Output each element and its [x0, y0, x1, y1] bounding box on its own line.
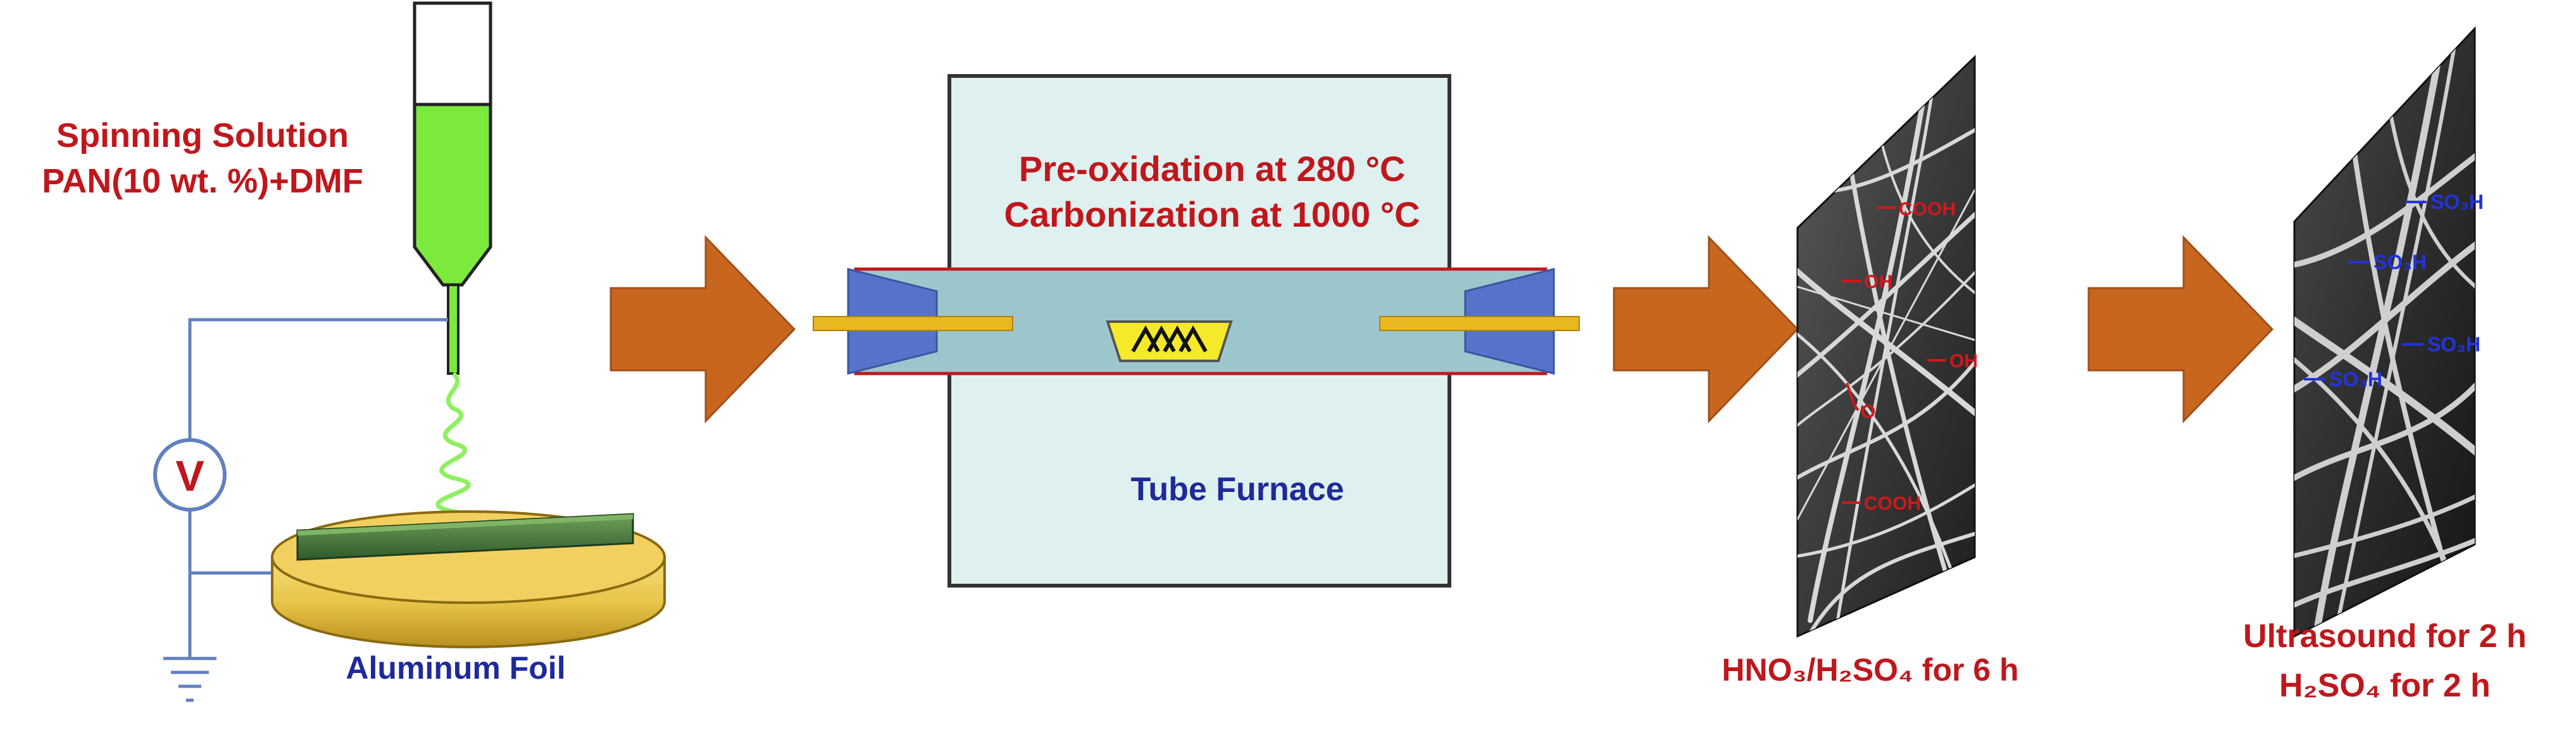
functional-group-label: SO₃H — [2373, 251, 2427, 274]
functional-group-label: COOH — [1864, 493, 1921, 514]
functional-group-label: OH — [1864, 272, 1892, 293]
process-arrow-icon — [2087, 235, 2274, 424]
functional-group-label: OH — [1949, 351, 1978, 372]
functional-group-label: O — [1861, 401, 1875, 422]
process-arrow-icon — [1613, 235, 1799, 424]
acid-treatment-caption: HNO₃/H₂SO₄ for 6 h — [1722, 652, 2018, 688]
aluminum-foil-label: Aluminum Foil — [346, 650, 565, 686]
sem-image-icon: COOH OH OH O COOH — [1796, 54, 1978, 638]
functional-group-label: SO₃H — [2329, 368, 2382, 391]
ultrasound-caption: Ultrasound for 2 h — [2243, 618, 2527, 655]
sample-boat-icon — [1106, 320, 1233, 362]
voltmeter-icon: V — [153, 438, 227, 512]
spinning-solution-label: Spinning Solution — [56, 116, 349, 154]
functional-group-label: SO₃H — [2430, 191, 2484, 213]
ground-icon — [163, 657, 216, 702]
spinning-solution-composition: PAN(10 wt. %)+DMF — [42, 162, 363, 200]
process-arrow-icon — [610, 235, 796, 424]
functional-group-label: SO₃H — [2427, 333, 2480, 356]
voltmeter-label: V — [175, 452, 204, 500]
carbonization-label: Carbonization at 1000 °C — [1004, 194, 1420, 234]
tube-furnace-stage: Pre-oxidation at 280 °C Carbonization at… — [813, 74, 1580, 588]
preoxidation-label: Pre-oxidation at 280 °C — [1019, 149, 1406, 189]
sulfuric-acid-caption: H₂SO₄ for 2 h — [2279, 667, 2491, 704]
sulfonated-fibers-stage: SO₃H SO₃H SO₃H SO₃H Ultrasound for 2 h H… — [2243, 26, 2527, 704]
sem-image-icon: SO₃H SO₃H SO₃H SO₃H — [2293, 26, 2484, 638]
syringe-icon — [413, 1, 492, 375]
acid-treated-fibers-stage: COOH OH OH O COOH HNO₃/H₂SO₄ for 6 h — [1722, 54, 2019, 688]
electrospinning-stage: V Spinning Solution PAN(10 wt. %)+DMF Al… — [42, 1, 666, 702]
gas-lines — [813, 316, 1580, 331]
circuit-wires — [188, 318, 448, 658]
tube-furnace-label: Tube Furnace — [1130, 471, 1344, 508]
functional-group-label: COOH — [1899, 199, 1956, 220]
fiber-mat — [296, 513, 634, 561]
